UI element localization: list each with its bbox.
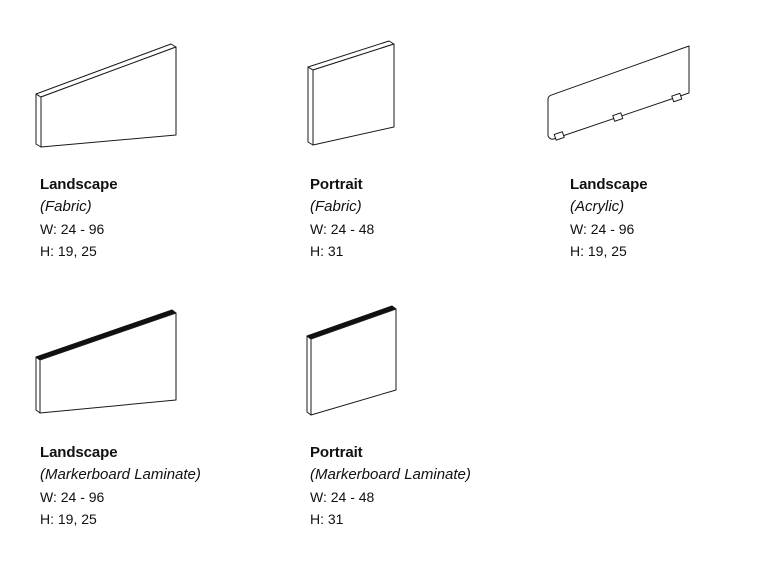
panel-name: Portrait: [310, 176, 363, 193]
panel-width-range: W: 24 - 96: [570, 221, 635, 237]
panel-name: Landscape: [40, 444, 118, 461]
panel-width-range: W: 24 - 96: [40, 489, 105, 505]
panel-material: (Fabric): [310, 198, 362, 215]
panel-height-range: H: 19, 25: [570, 243, 627, 259]
panel-height-range: H: 19, 25: [40, 243, 97, 259]
portrait-fabric-panel-drawing: [307, 40, 395, 146]
acrylic-clip-icon: [553, 131, 565, 141]
panel-width-range: W: 24 - 96: [40, 221, 105, 237]
panel-name: Landscape: [570, 176, 648, 193]
panel-height-range: H: 31: [310, 511, 344, 527]
caption-landscape-acrylic: Landscape (Acrylic) W: 24 - 96 H: 19, 25: [570, 174, 648, 262]
caption-portrait-markerboard: Portrait (Markerboard Laminate) W: 24 - …: [310, 442, 471, 530]
panel-name: Landscape: [40, 176, 118, 193]
caption-landscape-fabric: Landscape (Fabric) W: 24 - 96 H: 19, 25: [40, 174, 118, 262]
panel-material: (Markerboard Laminate): [40, 466, 201, 483]
panel-width-range: W: 24 - 48: [310, 489, 375, 505]
landscape-fabric-panel-drawing: [35, 43, 177, 148]
panel-material: (Acrylic): [570, 198, 625, 215]
panel-material: (Fabric): [40, 198, 92, 215]
caption-portrait-fabric: Portrait (Fabric) W: 24 - 48 H: 31: [310, 174, 374, 262]
panel-height-range: H: 31: [310, 243, 344, 259]
landscape-markerboard-panel-drawing: [35, 309, 177, 414]
panel-name: Portrait: [310, 444, 363, 461]
landscape-acrylic-panel-drawing: [547, 45, 690, 141]
acrylic-clip-icon: [612, 112, 624, 122]
portrait-markerboard-panel-drawing: [306, 305, 397, 416]
panel-height-range: H: 19, 25: [40, 511, 97, 527]
acrylic-clip-icon: [671, 92, 683, 103]
panel-width-range: W: 24 - 48: [310, 221, 375, 237]
panel-material: (Markerboard Laminate): [310, 466, 471, 483]
caption-landscape-markerboard: Landscape (Markerboard Laminate) W: 24 -…: [40, 442, 201, 530]
